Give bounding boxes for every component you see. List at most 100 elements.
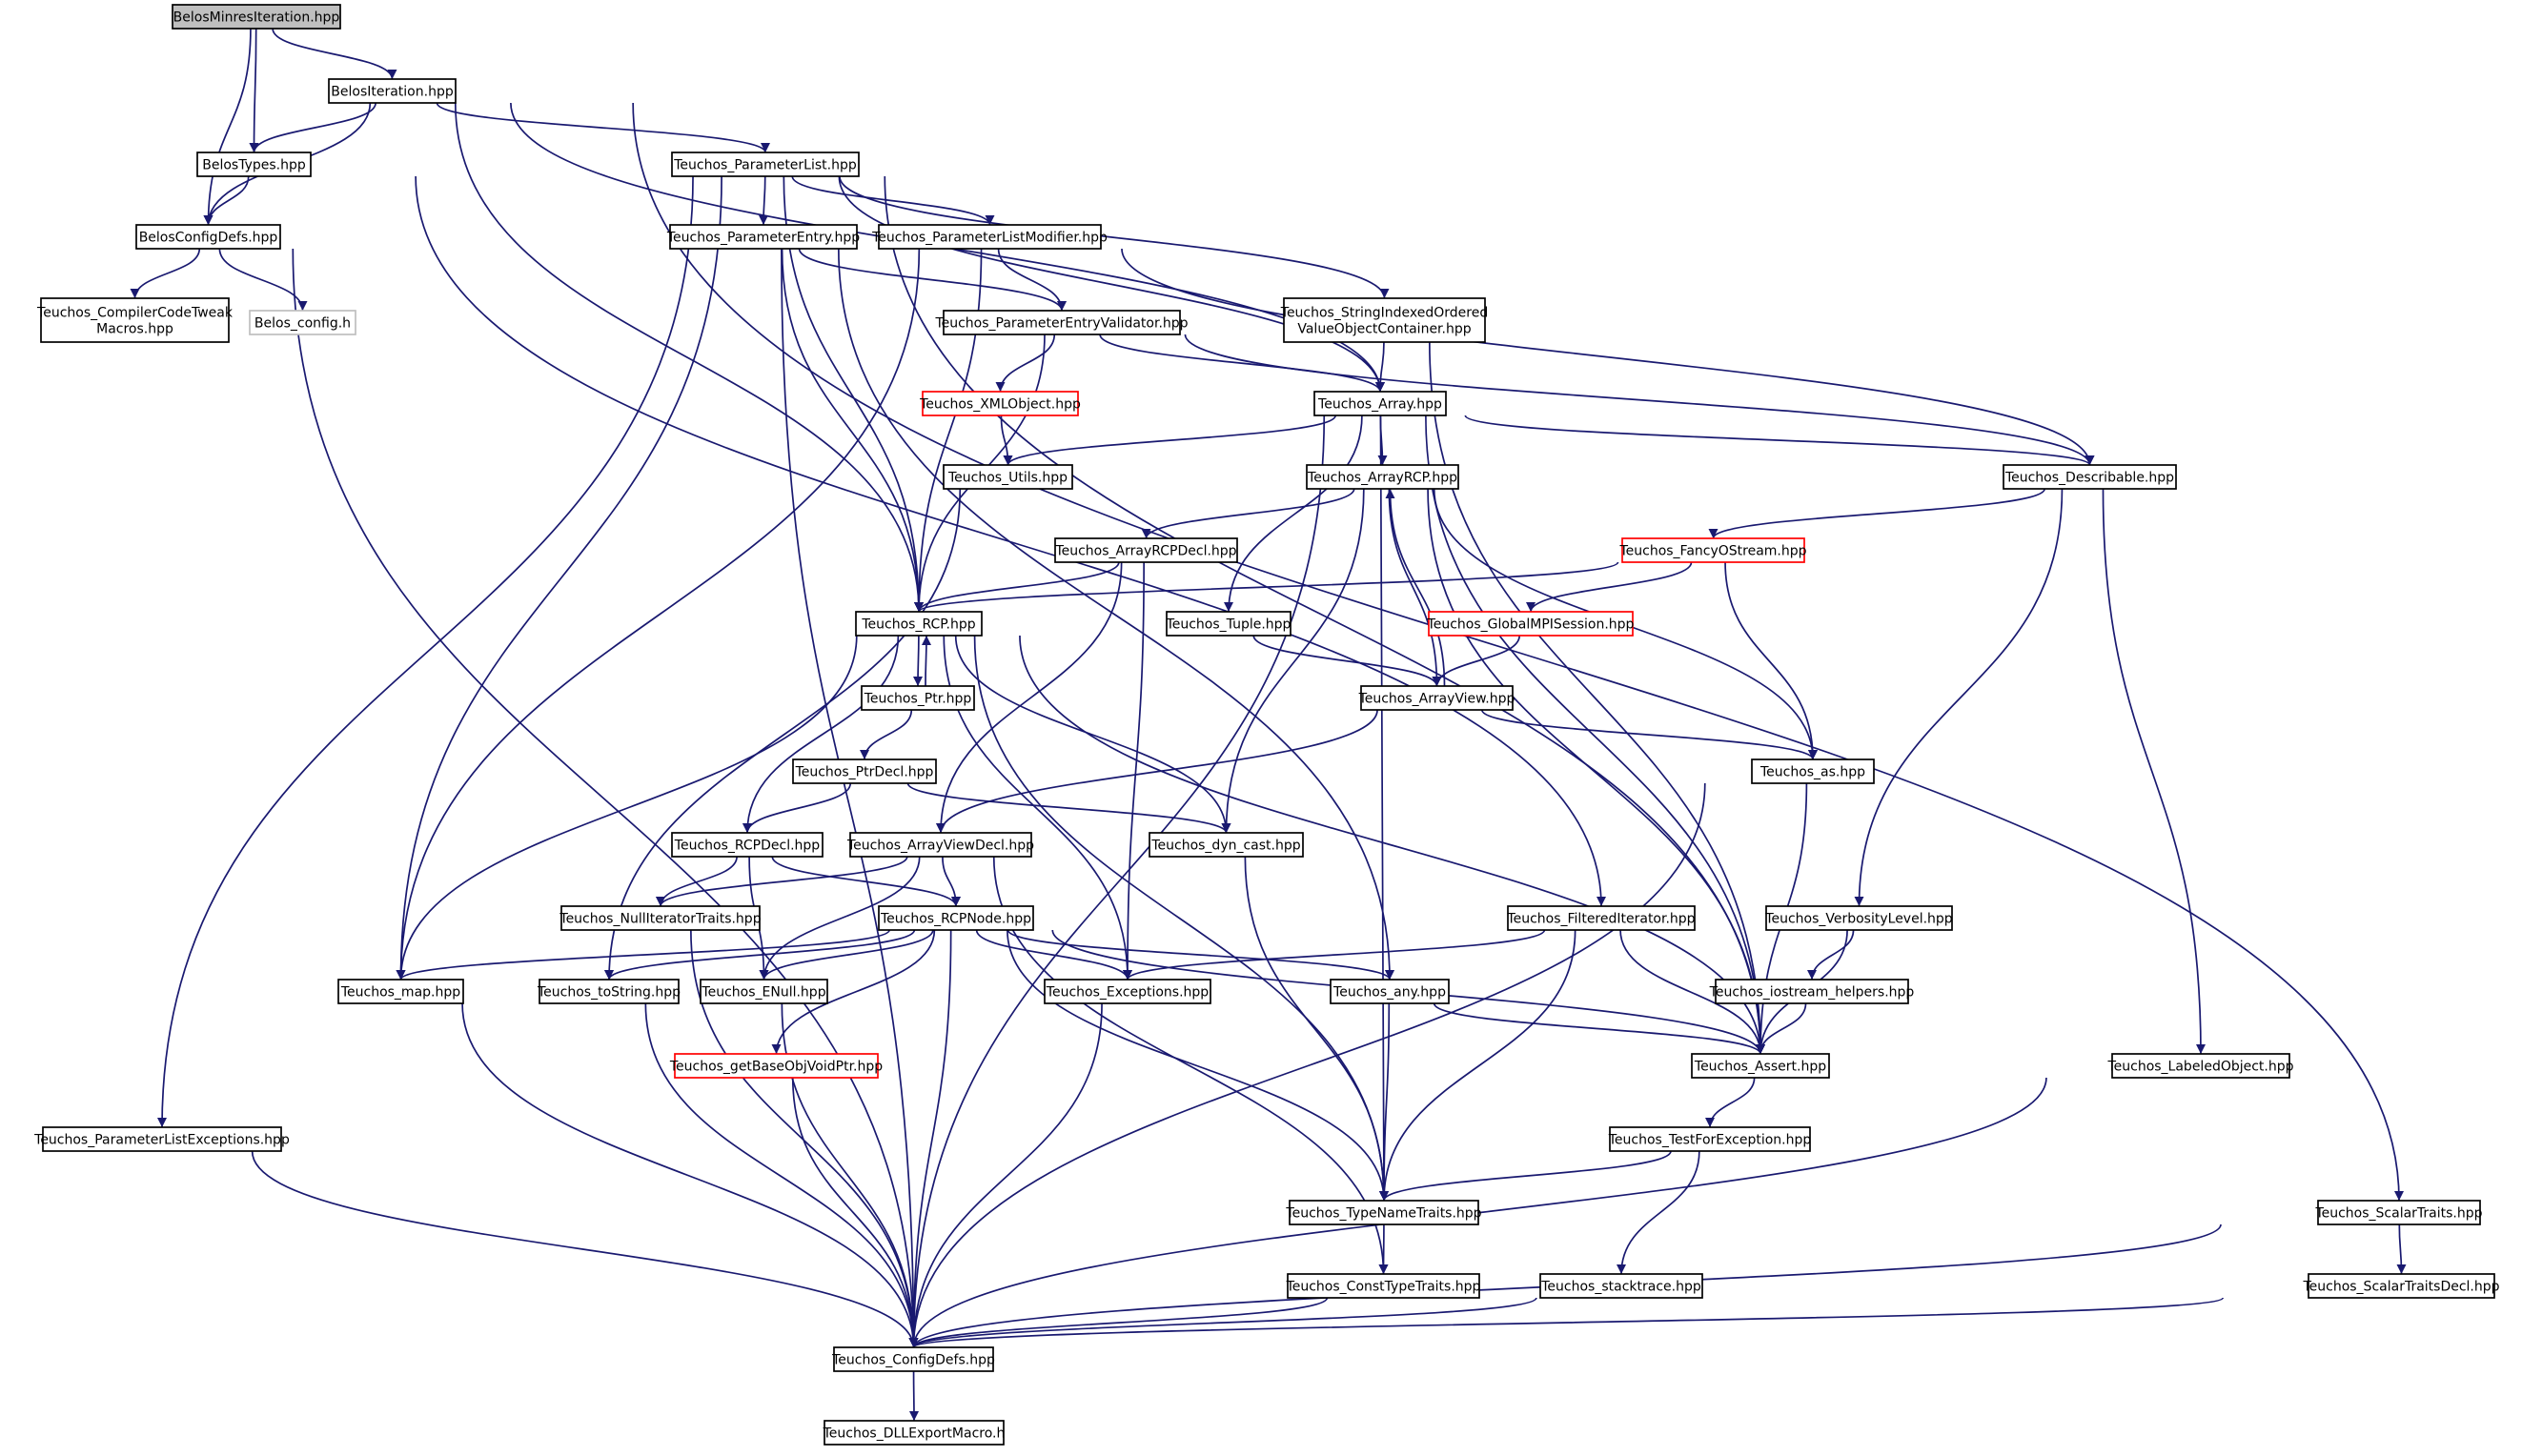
file-node-ptr-decl[interactable]: Teuchos_PtrDecl.hpp (792, 758, 937, 784)
node-box (849, 832, 1032, 858)
node-label: Teuchos_ConfigDefs.hpp (831, 1353, 995, 1368)
file-node-dyn-cast[interactable]: Teuchos_dyn_cast.hpp (1149, 832, 1304, 858)
edge-path (1724, 561, 1818, 760)
edge-ptr-decl-to-dyn-cast (906, 782, 1231, 834)
file-node-enull[interactable]: Teuchos_ENull.hpp (700, 979, 828, 1004)
file-node-belos-minres-iteration[interactable]: BelosMinresIteration.hpp (172, 4, 341, 30)
node-label: Teuchos_VerbosityLevel.hpp (1764, 912, 1953, 927)
file-node-any[interactable]: Teuchos_any.hpp (1330, 979, 1450, 1004)
edge-path (157, 175, 694, 1128)
file-node-filtered-iterator[interactable]: Teuchos_FilteredIterator.hpp (1506, 905, 1696, 931)
file-node-map[interactable]: Teuchos_map.hpp (337, 979, 464, 1004)
file-node-scalar-traits-decl[interactable]: Teuchos_ScalarTraitsDecl.hpp (2302, 1273, 2500, 1299)
edge-rcp-to-dyn-cast (954, 635, 1231, 834)
node-box (172, 4, 341, 30)
node-box (42, 1126, 282, 1152)
node-label: Macros.hpp (96, 322, 173, 337)
node-box (1283, 297, 1486, 343)
node-box (2317, 1200, 2481, 1225)
file-node-array[interactable]: Teuchos_Array.hpp (1313, 391, 1447, 416)
file-node-parameter-list-exceptions[interactable]: Teuchos_ParameterListExceptions.hpp (33, 1126, 290, 1152)
edge-path (1464, 415, 2095, 466)
file-node-global-mpisession[interactable]: Teuchos_GlobalMPISession.hpp (1427, 611, 1635, 637)
edge-path (1121, 248, 2095, 466)
file-node-exceptions[interactable]: Teuchos_Exceptions.hpp (1044, 979, 1211, 1004)
file-node-array-rcpdecl[interactable]: Teuchos_ArrayRCPDecl.hpp (1054, 537, 1238, 563)
file-node-labeled-object[interactable]: Teuchos_LabeledObject.hpp (2106, 1053, 2294, 1079)
edge-path (909, 1297, 2225, 1348)
file-node-type-name-traits[interactable]: Teuchos_TypeNameTraits.hpp (1285, 1200, 1482, 1225)
file-node-string-indexed[interactable]: Teuchos_StringIndexedOrderedValueObjectC… (1280, 297, 1488, 343)
file-node-belos-iteration[interactable]: BelosIteration.hpp (328, 78, 457, 104)
file-node-as[interactable]: Teuchos_as.hpp (1751, 758, 1875, 784)
node-label: Teuchos_ConstTypeTraits.hpp (1286, 1280, 1481, 1295)
edge-path (644, 1002, 919, 1348)
file-node-to-string[interactable]: Teuchos_toString.hpp (537, 979, 681, 1004)
node-label: Teuchos_ParameterEntry.hpp (666, 231, 860, 246)
edge-array-rcp-to-assert (1427, 488, 1765, 1055)
node-label: Teuchos_Exceptions.hpp (1046, 985, 1209, 1001)
file-node-belos-types[interactable]: BelosTypes.hpp (196, 152, 312, 177)
file-node-describable[interactable]: Teuchos_Describable.hpp (2003, 464, 2177, 490)
node-box (40, 297, 230, 343)
edge-rcpdecl-to-null-iterator-traits (656, 856, 738, 907)
file-node-ptr[interactable]: Teuchos_Ptr.hpp (861, 685, 975, 711)
file-node-dllexport-macro[interactable]: Teuchos_DLLExportMacro.h (823, 1420, 1006, 1446)
file-node-rcpnode[interactable]: Teuchos_RCPNode.hpp (878, 905, 1034, 931)
edge-array-view-decl-to-const-type-traits (992, 856, 1389, 1275)
node-box (671, 832, 824, 858)
file-node-rcpdecl[interactable]: Teuchos_RCPDecl.hpp (671, 832, 824, 858)
node-label: Teuchos_FancyOStream.hpp (1618, 544, 1806, 559)
edge-path (783, 175, 924, 613)
node-box (2308, 1273, 2495, 1299)
edge-path (249, 28, 259, 153)
file-node-belos-config-defs[interactable]: BelosConfigDefs.hpp (135, 224, 281, 250)
file-node-tuple[interactable]: Teuchos_Tuple.hpp (1166, 611, 1292, 637)
file-node-assert[interactable]: Teuchos_Assert.hpp (1691, 1053, 1830, 1079)
edge-utils-to-to-string (604, 488, 962, 981)
edge-path (781, 248, 919, 1348)
node-box (1166, 611, 1292, 637)
edge-path (791, 1077, 919, 1348)
file-node-get-base-obj-void-ptr[interactable]: Teuchos_getBaseObjVoidPtr.hpp (669, 1053, 883, 1079)
file-node-scalar-traits[interactable]: Teuchos_ScalarTraits.hpp (2314, 1200, 2483, 1225)
file-node-parameter-list[interactable]: Teuchos_ParameterList.hpp (671, 152, 860, 177)
file-node-verbosity-level[interactable]: Teuchos_VerbosityLevel.hpp (1764, 905, 1953, 931)
node-label: BelosTypes.hpp (202, 158, 306, 173)
node-box (792, 758, 937, 784)
file-node-iostream-helpers[interactable]: Teuchos_iostream_helpers.hpp (1709, 979, 1915, 1004)
file-node-xmlobject[interactable]: Teuchos_XMLObject.hpp (919, 391, 1081, 416)
file-node-utils[interactable]: Teuchos_Utils.hpp (943, 464, 1073, 490)
file-node-parameter-entry[interactable]: Teuchos_ParameterEntry.hpp (666, 224, 860, 250)
node-box (671, 152, 860, 177)
file-node-null-iterator-traits[interactable]: Teuchos_NullIteratorTraits.hpp (559, 905, 762, 931)
edge-path (1379, 1002, 1391, 1202)
file-node-array-view-decl[interactable]: Teuchos_ArrayViewDecl.hpp (846, 832, 1034, 858)
edge-path (771, 856, 961, 907)
node-box (1539, 1273, 1703, 1299)
edge-path (1019, 635, 1765, 1055)
edge-rcp-to-type-name-traits (973, 635, 1389, 1202)
edge-path (1617, 1150, 1700, 1275)
file-node-rcp[interactable]: Teuchos_RCP.hpp (855, 611, 983, 637)
edge-parameter-list-to-string-indexed (839, 175, 1390, 299)
file-node-stacktrace[interactable]: Teuchos_stacktrace.hpp (1539, 1273, 1703, 1299)
node-label: Teuchos_Assert.hpp (1694, 1060, 1826, 1075)
file-node-belos-config-h[interactable]: Belos_config.h (249, 310, 356, 335)
file-node-parameter-entry-validator[interactable]: Teuchos_ParameterEntryValidator.hpp (934, 310, 1189, 335)
edge-path (292, 248, 919, 1348)
edge-get-base-obj-void-ptr-to-config-defs (791, 1077, 919, 1348)
node-box (1287, 1273, 1480, 1299)
file-node-test-for-exception[interactable]: Teuchos_TestForException.hpp (1608, 1126, 1812, 1152)
file-node-array-view[interactable]: Teuchos_ArrayView.hpp (1358, 685, 1515, 711)
edge-path (908, 415, 1326, 1348)
node-label: Teuchos_PtrDecl.hpp (795, 765, 934, 780)
edge-any-to-type-name-traits (1379, 1002, 1391, 1202)
edge-path (798, 248, 1067, 312)
file-node-const-type-traits[interactable]: Teuchos_ConstTypeTraits.hpp (1286, 1273, 1481, 1299)
file-node-config-defs[interactable]: Teuchos_ConfigDefs.hpp (831, 1346, 995, 1372)
file-node-array-rcp[interactable]: Teuchos_ArrayRCP.hpp (1306, 464, 1459, 490)
file-node-parameter-list-modifier[interactable]: Teuchos_ParameterListModifier.hpp (871, 224, 1108, 250)
file-node-fancy-ostream[interactable]: Teuchos_FancyOStream.hpp (1618, 537, 1807, 563)
